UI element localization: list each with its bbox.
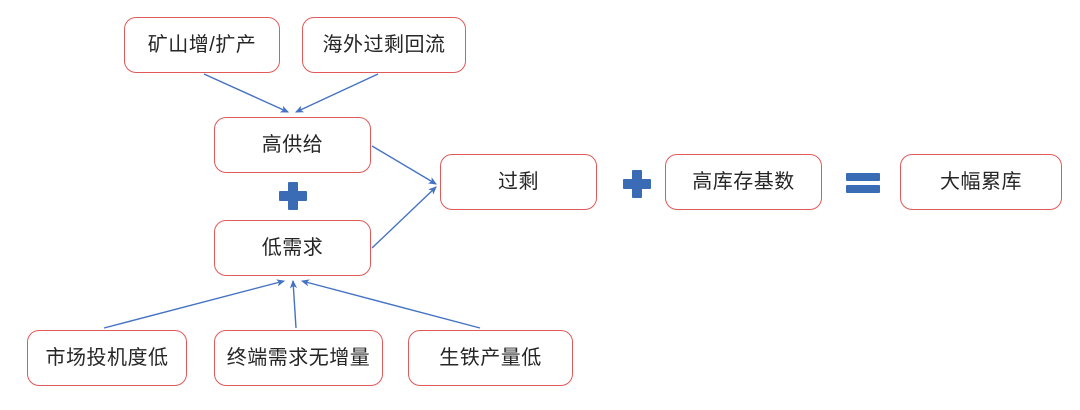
node-low-pig-iron[interactable]: 生铁产量低 xyxy=(408,330,573,386)
node-label: 高供给 xyxy=(261,134,324,156)
node-label: 终端需求无增量 xyxy=(226,347,371,369)
node-label: 高库存基数 xyxy=(692,171,795,193)
edge-low-demand-to-surplus xyxy=(371,186,437,249)
edge-low-speculation-to-low-demand xyxy=(103,279,286,329)
edge-high-supply-to-surplus xyxy=(371,145,437,185)
node-overseas-backflow[interactable]: 海外过剩回流 xyxy=(302,17,466,73)
equals-icon-result xyxy=(846,172,880,194)
node-high-supply[interactable]: 高供给 xyxy=(214,117,371,173)
node-no-end-demand[interactable]: 终端需求无增量 xyxy=(214,330,383,386)
node-low-demand[interactable]: 低需求 xyxy=(214,220,371,276)
node-label: 生铁产量低 xyxy=(439,347,542,369)
plus-icon-surplus-inventory xyxy=(623,170,651,198)
node-high-inventory-base[interactable]: 高库存基数 xyxy=(665,154,822,210)
node-surplus[interactable]: 过剩 xyxy=(440,154,597,210)
equals-bottom-bar xyxy=(846,185,880,193)
node-label: 矿山增/扩产 xyxy=(147,34,257,56)
edge-mine-expansion-to-high-supply xyxy=(203,73,290,113)
equals-top-bar xyxy=(846,173,880,181)
edge-overseas-backflow-to-high-supply xyxy=(294,73,379,113)
node-label: 过剩 xyxy=(498,171,539,193)
node-mine-expansion[interactable]: 矿山增/扩产 xyxy=(124,17,280,73)
node-label: 市场投机度低 xyxy=(45,347,169,369)
edge-low-pig-iron-to-low-demand xyxy=(300,279,481,329)
node-label: 海外过剩回流 xyxy=(322,34,446,56)
node-low-speculation[interactable]: 市场投机度低 xyxy=(27,330,187,386)
node-large-buildup[interactable]: 大幅累库 xyxy=(900,154,1062,210)
plus-icon-supply-demand xyxy=(279,182,307,210)
edge-no-end-demand-to-low-demand xyxy=(289,279,298,329)
node-label: 低需求 xyxy=(261,237,324,259)
plus-vertical-bar xyxy=(632,170,642,198)
node-label: 大幅累库 xyxy=(940,171,1022,193)
plus-vertical-bar xyxy=(288,182,298,210)
